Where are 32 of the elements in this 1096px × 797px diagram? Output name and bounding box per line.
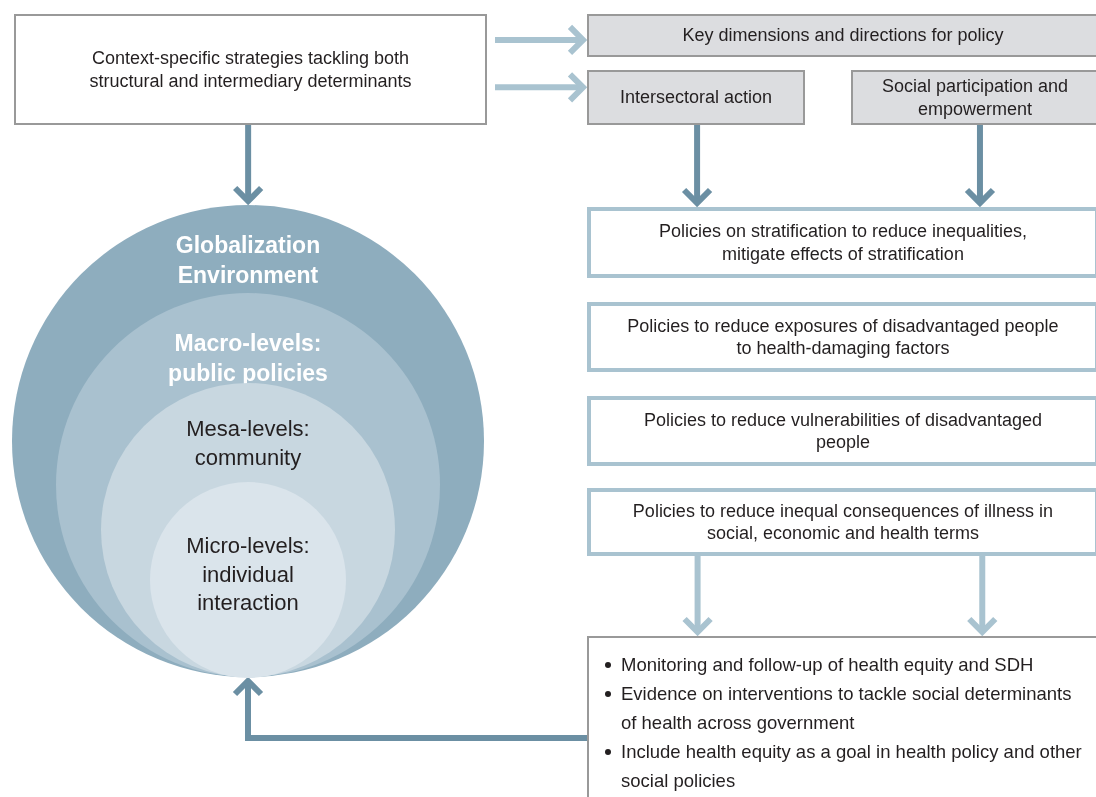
level-label: Micro-levels: individual interaction	[185, 532, 311, 618]
box-text: Social participation and empowerment	[880, 75, 1070, 120]
policy-box	[587, 302, 1096, 372]
bullet-text: Monitoring and follow-up of health equity and SDH	[621, 654, 1034, 675]
action-box	[587, 70, 805, 125]
arrow	[232, 125, 265, 204]
policy-box	[587, 207, 1096, 278]
arrow	[681, 556, 714, 635]
policy-box	[587, 488, 1096, 556]
policy-heading-box	[587, 14, 1096, 57]
arrow	[495, 71, 586, 104]
level-label: Mesa-levels: community	[185, 415, 311, 472]
level-label: Globalization Environment	[174, 231, 322, 290]
box-text: Intersectoral action	[619, 86, 773, 109]
box-text: Policies to reduce inequal consequences of illness in social, economic and health terms	[631, 499, 1055, 545]
bullet-text: Include health equity as a goal in health policy and other social policies	[621, 741, 1082, 791]
box-text: Policies to reduce exposures of disadvantaged people to health-damaging factors	[627, 314, 1059, 360]
box-text: Policies on stratification to reduce inequalities, mitigate effects of stratification	[657, 220, 1029, 265]
box-text: Context-specific strategies tackling both structural and intermediary determinants	[88, 47, 413, 92]
strategy-box	[14, 14, 487, 125]
box-text: Key dimensions and directions for policy	[682, 24, 1004, 47]
action-box	[851, 70, 1096, 125]
arrow	[963, 125, 996, 206]
level-label: Macro-levels: public policies	[167, 329, 329, 388]
arrow	[495, 23, 586, 56]
arrow	[681, 125, 714, 206]
bullet-list-box	[587, 636, 1096, 797]
box-text: Policies to reduce vulnerabilities of disadvantaged people	[642, 408, 1044, 454]
bullet-text: Evidence on interventions to tackle social determinants of health across government	[621, 683, 1072, 733]
arrow	[966, 556, 999, 635]
arrow	[232, 678, 587, 741]
policy-box	[587, 396, 1096, 466]
